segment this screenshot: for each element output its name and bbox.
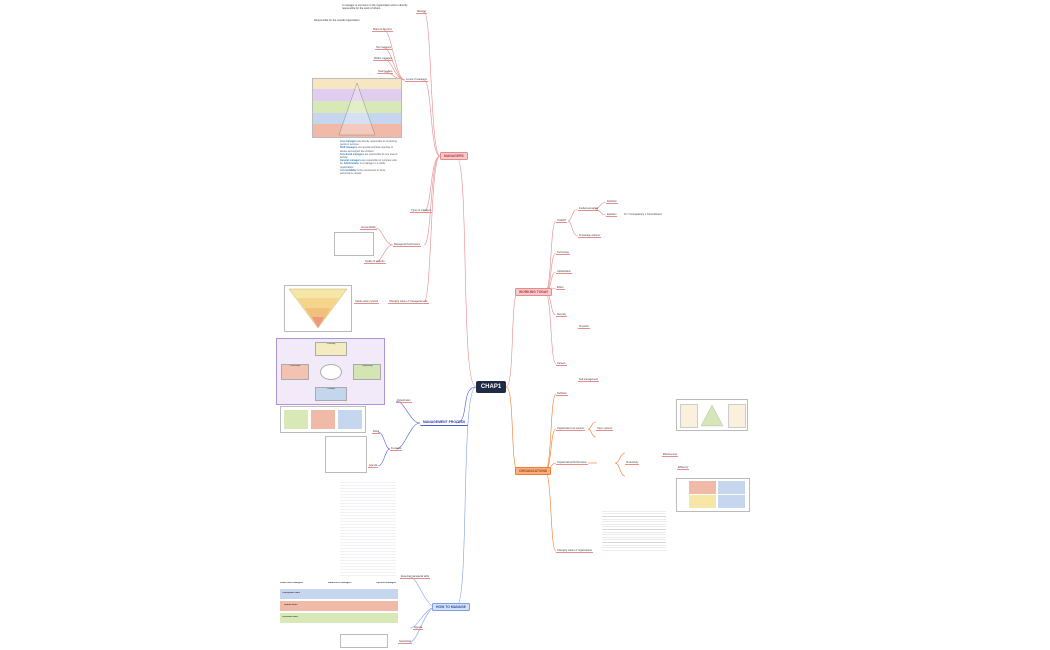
topic-intellectual-capital[interactable]: Intellectual capital — [578, 207, 600, 211]
topic-careers[interactable]: Careers — [556, 362, 567, 366]
topic-levels-of-managers[interactable]: Levels of managers — [405, 78, 428, 82]
topic-middle-managers[interactable]: Middle managers — [373, 57, 394, 61]
quality-note-box — [334, 232, 374, 256]
topic-org-definition[interactable]: Definition — [556, 392, 568, 396]
skills-col-middle: Middle-level managers — [328, 582, 352, 584]
topic-managerial-performance[interactable]: Managerial Performance — [393, 243, 422, 247]
topic-self-management[interactable]: Self-management — [578, 378, 599, 382]
process-leading: Leading — [315, 387, 347, 401]
topic-changing-nature-organizations[interactable]: Changing nature of organizations — [556, 549, 594, 553]
main-topic-how-to-manage[interactable]: HOW TO MANAGE — [432, 603, 470, 611]
topic-prejudice[interactable]: Prejudice — [578, 325, 590, 329]
skills-conceptual: Conceptual skills — [282, 592, 300, 594]
process-controlling: Controlling — [281, 364, 309, 380]
topic-types-of-managers[interactable]: Types of managers — [410, 209, 433, 213]
topic-productivity[interactable]: Productivity — [625, 461, 640, 465]
main-topic-management-process[interactable]: MANAGEMENT PROCESS — [420, 419, 469, 426]
topic-changing-nature[interactable]: Changing nature of managerial work — [388, 300, 429, 304]
topic-globalization[interactable]: Globalization — [556, 270, 572, 274]
topic-networking[interactable]: Networking — [398, 640, 412, 644]
skills-technical: Technical skills — [282, 616, 299, 618]
topic-organizations-as-systems[interactable]: Organizations as systems — [556, 427, 586, 431]
process-organizing: Organizing — [353, 364, 381, 380]
topic-equation[interactable]: Equation — [606, 213, 618, 217]
types-of-managers-text: Line managers are directly responsible f… — [338, 138, 398, 216]
topic-quality-of-work-life[interactable]: Quality of work life — [364, 260, 386, 264]
roles-figure — [280, 406, 366, 433]
topic-effectiveness[interactable]: Effectiveness — [662, 453, 679, 457]
topic-functions[interactable]: Functions — [390, 447, 403, 451]
board-definition: Responsible for the overall organization — [314, 19, 360, 22]
topic-organizational-performance[interactable]: Organizational Performance — [556, 461, 588, 465]
main-topic-working-today[interactable]: WORKING TODAY — [515, 288, 553, 296]
skills-col-lower: Lower-level managers — [280, 582, 303, 584]
topic-diversity[interactable]: Diversity — [556, 313, 568, 317]
skills-table-figure: Lower-level managers Middle-level manage… — [278, 581, 400, 630]
management-process-figure: Planning Controlling Organizing Leading — [276, 338, 385, 405]
topic-agenda[interactable]: Agenda — [413, 626, 424, 630]
process-planning: Planning — [315, 342, 347, 356]
levels-pyramid-figure — [312, 78, 402, 138]
topic-board-of-directors[interactable]: Board of directors — [372, 28, 393, 32]
networking-note-box — [340, 634, 388, 648]
skills-human: Human skills — [284, 604, 298, 606]
role-line: Line managers — [340, 140, 357, 143]
topic-open-systems[interactable]: Open systems — [596, 427, 614, 431]
effectiveness-efficiency-figure — [676, 478, 750, 512]
upside-down-pyramid-figure — [284, 285, 352, 332]
main-topic-managers[interactable]: MANAGERS — [440, 152, 468, 160]
topic-top-managers[interactable]: Top managers — [375, 46, 393, 50]
topic-knowledge-workers[interactable]: Knowledge workers — [578, 234, 601, 238]
topic-talent[interactable]: TALENT — [556, 219, 567, 223]
topic-accountability[interactable]: Accountability — [360, 226, 377, 230]
role-administrator: Administrator — [343, 162, 360, 166]
topic-team-leaders[interactable]: Team leaders — [377, 70, 394, 74]
topic-efficiency[interactable]: Efficiency — [677, 466, 690, 470]
skills-col-top: Top-level managers — [376, 582, 397, 584]
topic-manager[interactable]: Manager — [416, 10, 428, 14]
main-topic-organizations[interactable]: ORGANIZATIONS — [515, 467, 552, 475]
topic-technology[interactable]: Technology — [556, 251, 571, 255]
topic-roles[interactable]: Roles — [372, 430, 381, 434]
topic-ic-definition[interactable]: Definition — [606, 200, 618, 204]
topic-organization[interactable]: Organization — [396, 399, 412, 403]
agenda-note-box — [325, 436, 367, 473]
role-accountability: Accountability — [340, 168, 357, 172]
central-topic[interactable]: CHAP1 — [476, 381, 506, 393]
topic-upside-down-pyramid[interactable]: Upside-down pyramid — [354, 300, 380, 304]
open-systems-figure — [676, 399, 748, 431]
manager-definition: A manager is someone in the organization… — [342, 4, 408, 10]
skills-description-text — [338, 478, 398, 578]
equation-value: IC = Competency x Commitment — [624, 213, 662, 216]
topic-ethics[interactable]: Ethics — [556, 286, 565, 290]
role-staff: Staff managers — [340, 146, 358, 150]
changing-organizations-text — [602, 507, 666, 554]
role-general: General managers — [340, 159, 361, 163]
role-functional: Functional managers — [340, 152, 365, 156]
topic-essential-skills[interactable]: Essential managerial skills — [400, 575, 431, 579]
topic-agenda-process[interactable]: Agenda — [368, 464, 379, 468]
